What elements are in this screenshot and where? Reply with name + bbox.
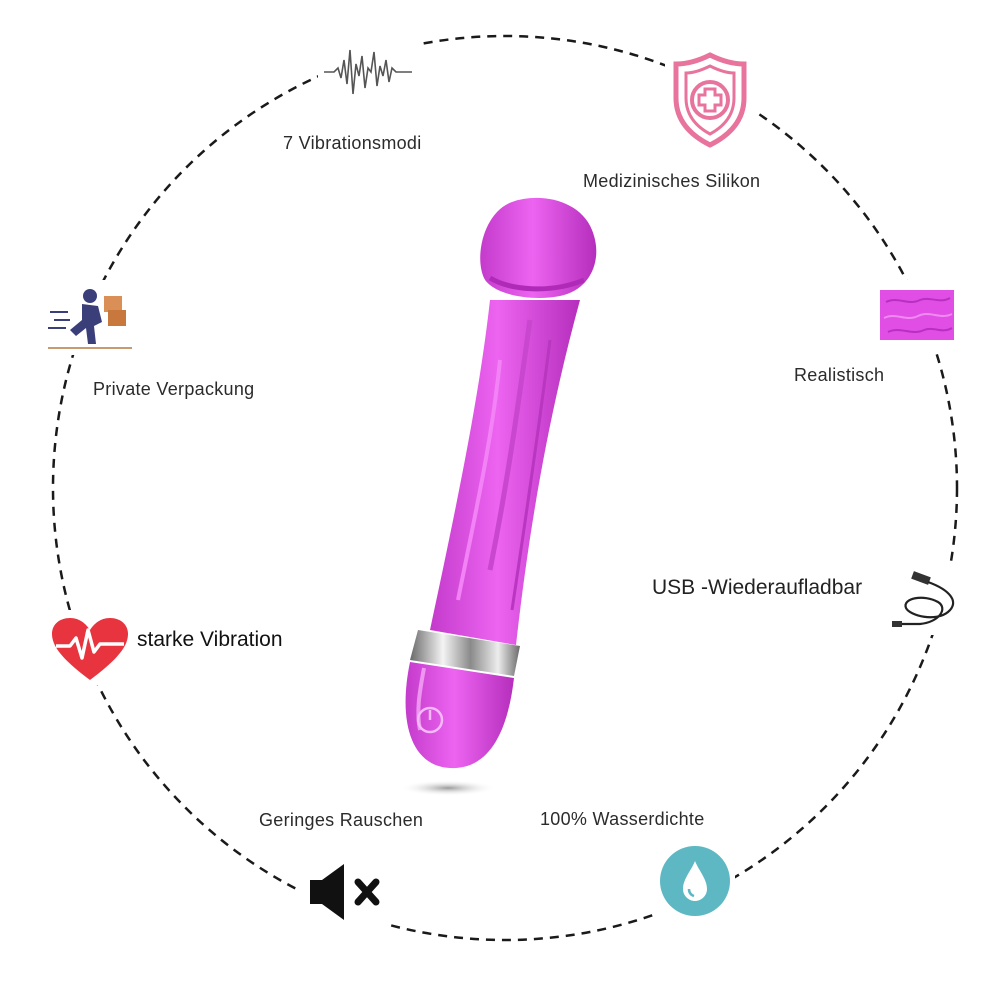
label-private-packaging: Private Verpackung — [93, 379, 255, 399]
waveform-icon — [322, 38, 414, 102]
label-medical-silicone: Medizinisches Silikon — [583, 171, 761, 191]
label-vibration-modes: 7 Vibrationsmodi — [283, 133, 422, 153]
usb-cable-icon — [890, 568, 964, 632]
label-waterproof: 100% Wasserdichte — [540, 809, 705, 829]
label-usb-rechargeable: USB -Wiederaufladbar — [652, 576, 863, 599]
label-strong-vibration: starke Vibration — [137, 628, 283, 651]
label-realistic: Realistisch — [794, 365, 885, 385]
skin-texture-icon — [878, 288, 958, 344]
delivery-courier-icon — [46, 286, 134, 352]
water-drop-icon — [659, 845, 731, 917]
medical-shield-icon — [672, 52, 748, 148]
mute-speaker-icon — [308, 862, 384, 922]
label-low-noise: Geringes Rauschen — [259, 810, 424, 830]
heart-pulse-icon — [50, 616, 130, 682]
product-image — [380, 190, 630, 800]
